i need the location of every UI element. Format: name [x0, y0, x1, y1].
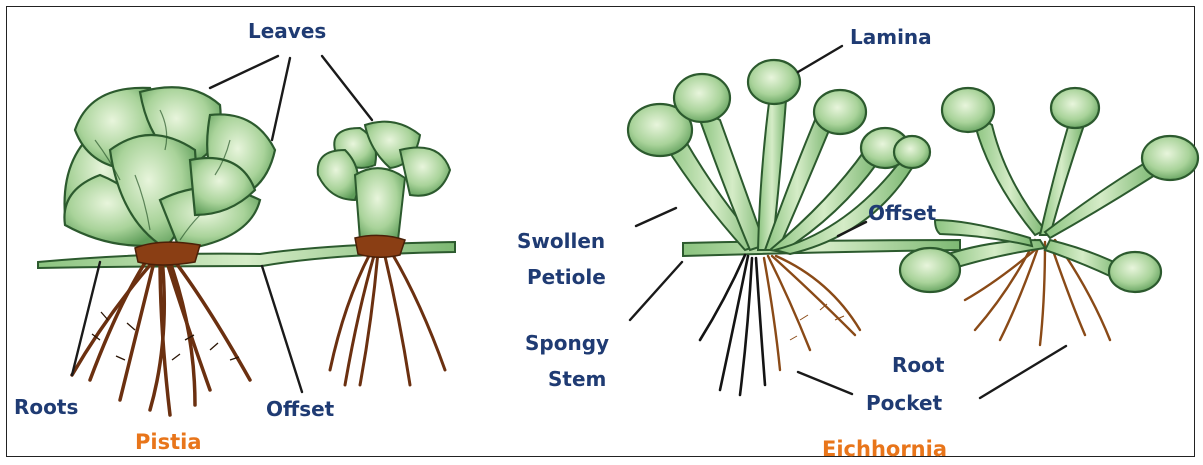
label-roots: Roots	[14, 396, 78, 419]
label-offset-right: Offset	[868, 202, 936, 225]
eichhornia-offset-plant	[900, 88, 1198, 345]
label-lamina: Lamina	[850, 26, 932, 49]
label-offset-left: Offset	[266, 398, 334, 421]
pistia-roots-main	[72, 255, 250, 415]
label-spongy: Spongy	[525, 332, 609, 355]
label-root: Root	[892, 354, 944, 377]
eichhornia-roots-brown	[764, 256, 860, 370]
eichhornia-plant	[628, 60, 1198, 395]
title-pistia: Pistia	[135, 430, 202, 454]
label-stem: Stem	[548, 368, 606, 391]
eichhornia-roots-black	[700, 255, 765, 395]
label-leaves: Leaves	[248, 20, 326, 43]
pistia-plant	[38, 87, 455, 415]
label-pocket: Pocket	[866, 392, 942, 415]
label-petiole: Petiole	[527, 266, 606, 289]
label-swollen: Swollen	[517, 230, 605, 253]
pistia-rosette-large	[64, 87, 275, 250]
title-eichhornia: Eichhornia	[822, 437, 947, 461]
